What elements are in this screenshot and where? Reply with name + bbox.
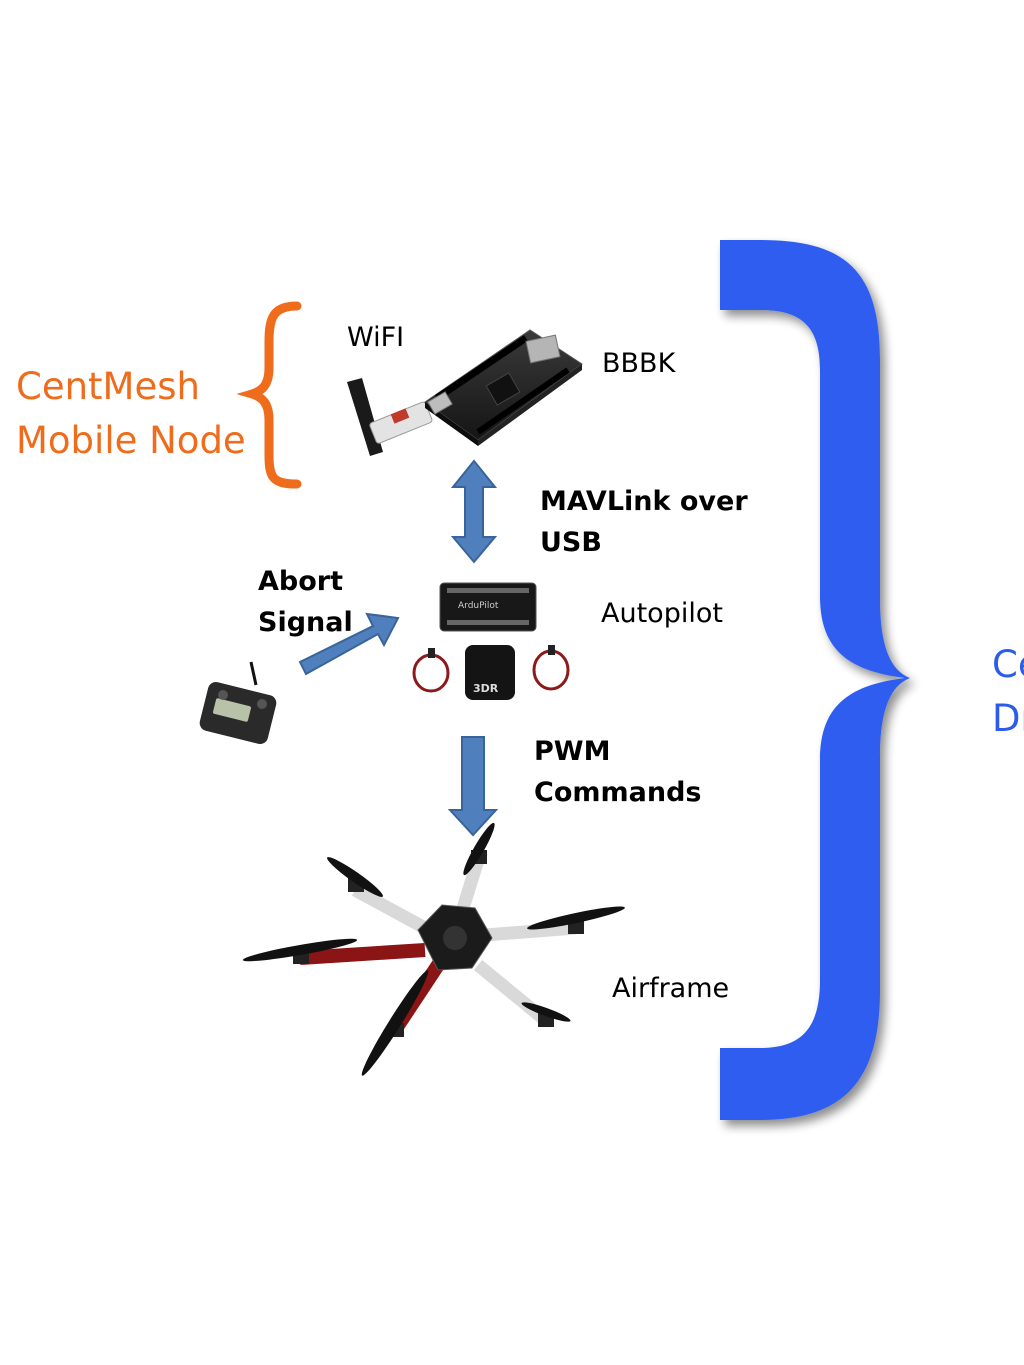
pwm-arrow	[447, 736, 499, 837]
autopilot-label: Autopilot	[601, 598, 723, 629]
blue-brace	[720, 240, 910, 1120]
pwm-label-line: PWM	[534, 736, 611, 767]
orange-brace	[236, 301, 302, 489]
right-edge-label: Ce Dr	[992, 638, 1024, 745]
group-label-line: Mobile Node	[16, 418, 246, 462]
centmesh-mobile-node-label: CentMesh Mobile Node	[16, 360, 246, 467]
abort-label-line: Abort	[258, 566, 343, 597]
mavlink-label-line: MAVLink over	[540, 486, 748, 517]
pwm-label-line: Commands	[534, 777, 702, 808]
hexacopter-icon	[242, 822, 625, 1076]
right-label-line: Ce	[992, 643, 1024, 686]
right-label-line: Dr	[992, 696, 1024, 740]
mavlink-label: MAVLink over USB	[540, 481, 748, 563]
airframe-label: Airframe	[612, 973, 730, 1004]
pwm-commands-label: PWM Commands	[534, 731, 701, 813]
bbbk-label: BBBK	[602, 348, 676, 379]
group-label-line: CentMesh	[16, 365, 200, 408]
mavlink-double-arrow	[450, 459, 498, 564]
rc-transmitter-icon	[199, 661, 277, 745]
wifi-label: WiFI	[347, 322, 405, 353]
autopilot-board-icon: ArduPilot 3DR	[412, 582, 570, 700]
mavlink-label-line: USB	[540, 527, 602, 558]
wifi-adapter-icon	[347, 378, 433, 456]
abort-label-line: Signal	[258, 607, 353, 638]
beaglebone-board-icon	[424, 329, 583, 446]
svg-text:3DR: 3DR	[473, 682, 499, 695]
abort-signal-label: Abort Signal	[258, 561, 353, 643]
svg-text:ArduPilot: ArduPilot	[458, 601, 499, 611]
abort-arrow	[298, 612, 400, 676]
